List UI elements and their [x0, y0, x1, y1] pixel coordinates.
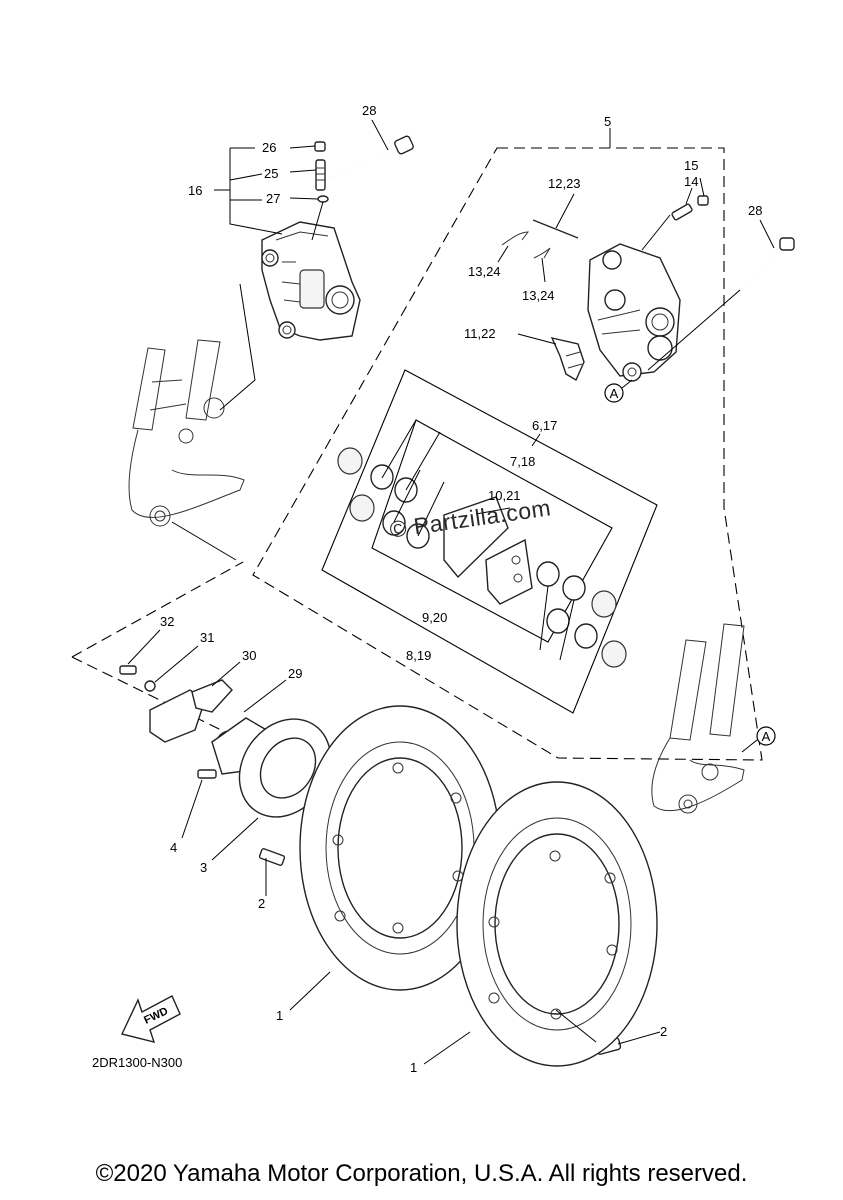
callout-16: 16 [188, 183, 202, 198]
right-caliper [587, 243, 681, 382]
callout-5: 5 [604, 114, 611, 129]
callout-32: 32 [160, 614, 174, 629]
caliper-bolt-right [739, 237, 795, 291]
bleed-screw-parts-right [671, 195, 709, 221]
callout-27: 27 [266, 191, 280, 206]
bleed-screw-parts-left [314, 141, 329, 203]
copyright-notice: ©2020 Yamaha Motor Corporation, U.S.A. A… [95, 1160, 748, 1187]
fwd-arrow: FWD [121, 995, 181, 1043]
seal-kit-inner-frame [371, 419, 613, 643]
callout-15: 15 [684, 158, 698, 173]
callout-8-19: 8,19 [406, 648, 431, 663]
pistons-and-seals [337, 447, 627, 668]
callout-11-22: 11,22 [464, 326, 496, 341]
callout-2-right: 2 [660, 1024, 667, 1039]
callout-13-24-b: 13,24 [522, 288, 555, 303]
callout-9-20: 9,20 [422, 610, 447, 625]
callout-12-23: 12,23 [548, 176, 581, 191]
callout-31: 31 [200, 630, 214, 645]
callout-28-right: 28 [748, 203, 762, 218]
leader-lines [127, 119, 775, 1065]
callout-1-right: 1 [410, 1060, 417, 1075]
callout-7-18: 7,18 [510, 454, 535, 469]
diagram-code: 2DR1300-N300 [92, 1055, 183, 1070]
pad-spring [550, 337, 585, 382]
callout-2-left: 2 [258, 896, 265, 911]
right-fork-leg [651, 623, 745, 814]
brake-pads [443, 496, 533, 605]
callout-14: 14 [684, 174, 698, 189]
callout-4: 4 [170, 840, 177, 855]
callout-26: 26 [262, 140, 276, 155]
callout-30: 30 [242, 648, 256, 663]
speed-sensor-parts [119, 665, 622, 1055]
ref-marker-a-lower: A [741, 726, 776, 753]
left-fork-leg [128, 283, 256, 561]
pad-pin [532, 219, 579, 239]
callout-28-left: 28 [362, 103, 376, 118]
callout-25: 25 [264, 166, 278, 181]
callout-6-17: 6,17 [532, 418, 557, 433]
callout-10-21: 10,21 [488, 488, 521, 503]
callout-labels: 26 25 16 27 28 5 12,23 15 14 28 13,24 13… [160, 103, 762, 1075]
brake-disc-right [456, 781, 658, 1067]
left-caliper [261, 221, 361, 341]
svg-text:A: A [610, 386, 619, 401]
caliper-assembly-5-dashed-outline [252, 147, 763, 761]
callout-3: 3 [200, 860, 207, 875]
pin-clip-1 [501, 231, 530, 246]
sensor-group-dashed-outline [71, 561, 244, 658]
ref-marker-a-upper: A [604, 379, 633, 403]
brake-disc-left [299, 705, 501, 991]
pin-clip-2 [533, 247, 551, 259]
caliper-bolt-left [332, 135, 414, 179]
callout-29: 29 [288, 666, 302, 681]
svg-text:A: A [762, 729, 771, 744]
callout-1-left: 1 [276, 1008, 283, 1023]
callout-13-24-a: 13,24 [468, 264, 501, 279]
seal-kit-outer-frame [321, 369, 658, 714]
